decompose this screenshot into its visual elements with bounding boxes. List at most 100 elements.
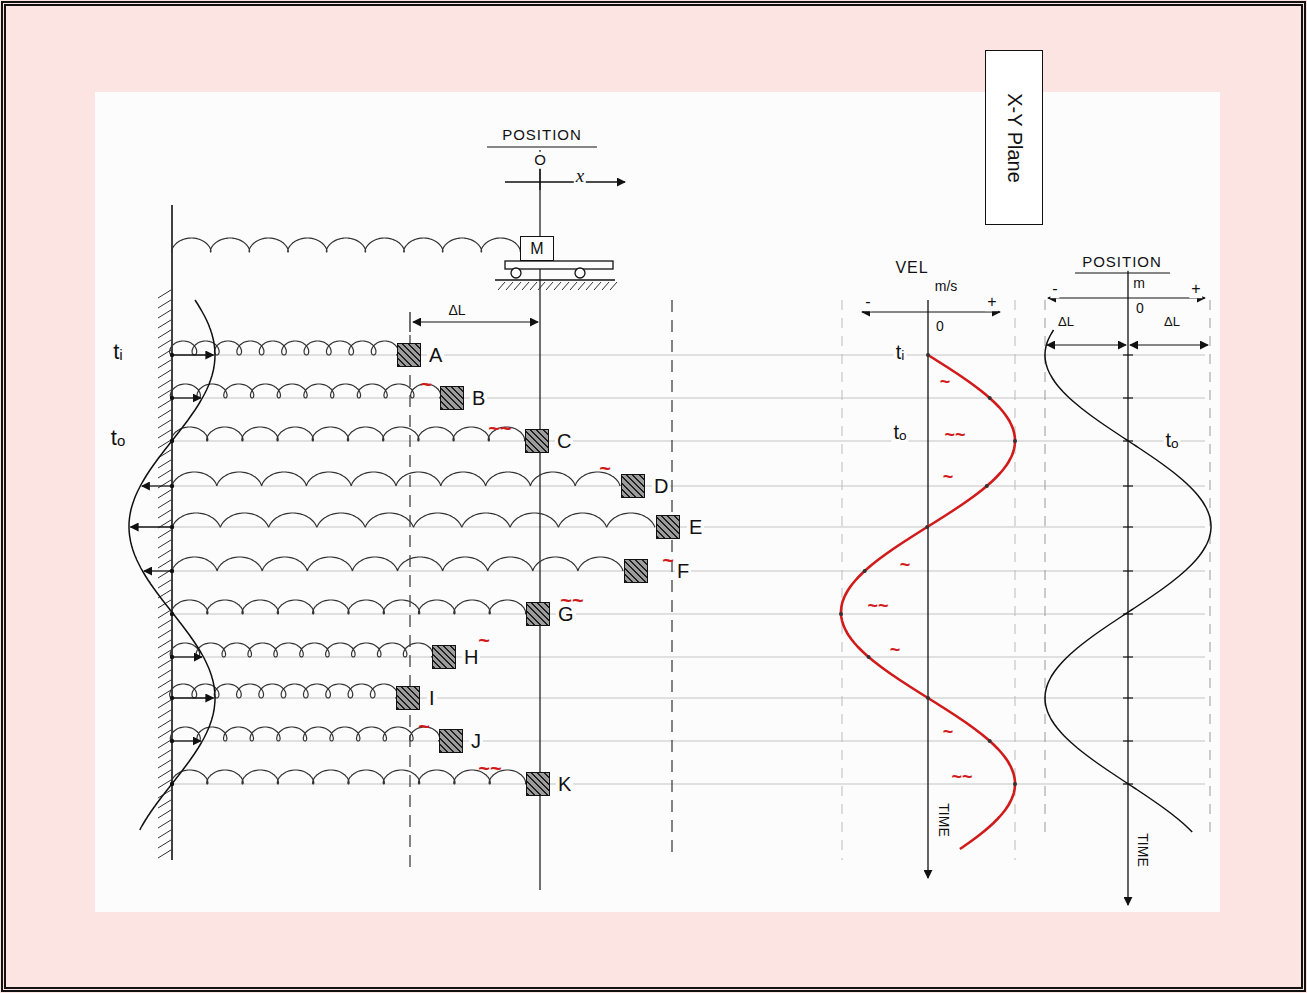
wall-dot	[170, 484, 174, 488]
wall-hatch	[158, 670, 171, 678]
force-arrow	[172, 397, 201, 398]
spring	[170, 643, 433, 657]
mass-block: G	[526, 602, 550, 626]
row-guide-line	[172, 398, 1205, 399]
title-text: X-Y Plane	[1003, 93, 1026, 183]
spring	[171, 427, 524, 441]
wall-hatch	[158, 550, 171, 558]
spring	[170, 384, 440, 398]
ground-hatch	[554, 282, 561, 290]
axis-label: 0	[934, 319, 946, 334]
guide-line	[1210, 300, 1211, 840]
position-axis	[1048, 297, 1205, 298]
mass-block: K	[526, 772, 550, 796]
wall-hatch	[158, 390, 171, 398]
curve-dot	[1013, 782, 1017, 786]
curve-dot	[988, 396, 992, 400]
spring	[170, 341, 399, 355]
wall-hatch	[158, 800, 171, 808]
axis-label: -	[1050, 280, 1059, 298]
ground-hatch	[514, 282, 521, 290]
axis-tick	[1123, 740, 1133, 741]
wall-hatch	[158, 820, 171, 828]
wall-dot	[170, 525, 174, 529]
axis-tick	[1123, 440, 1133, 441]
wall-dot	[170, 655, 174, 659]
ground-hatch	[610, 282, 617, 290]
ground-hatch	[530, 282, 537, 290]
wall-hatch	[158, 420, 171, 428]
wall-hatch	[158, 310, 171, 318]
position-letter: J	[469, 730, 483, 752]
axis-label: tₒ	[109, 426, 127, 450]
axis-label: x	[574, 166, 586, 187]
position-letter: D	[652, 475, 670, 497]
wall-hatch	[158, 750, 171, 758]
mass-block: C	[525, 429, 549, 453]
wall-hatch	[158, 360, 171, 368]
cart-wheel	[511, 268, 521, 278]
curve-dot	[925, 525, 929, 529]
wall-line	[171, 205, 173, 860]
row-guide-line	[172, 784, 1205, 785]
axis-tick	[1123, 526, 1133, 527]
wall-hatch	[158, 650, 171, 658]
wall-hatch	[158, 430, 171, 438]
wall-hatch	[158, 600, 171, 608]
dimension-line	[1047, 344, 1126, 345]
axis-label: -	[863, 293, 872, 311]
spring	[171, 600, 525, 614]
row-guide-line	[172, 614, 1205, 615]
wall-hatch	[158, 500, 171, 508]
axis-label: +	[985, 293, 998, 311]
position-letter: I	[427, 687, 437, 709]
wall-dot	[170, 696, 174, 700]
speed-mark: ~~	[949, 768, 974, 788]
ground-hatch	[506, 282, 513, 290]
wall-hatch	[158, 640, 171, 648]
dimension-line	[413, 321, 538, 322]
speed-mark: ~	[941, 468, 956, 488]
cart-wheel	[575, 268, 585, 278]
wall-hatch	[158, 610, 171, 618]
ground-hatch	[546, 282, 553, 290]
axis-tick	[1123, 354, 1133, 355]
spring	[170, 727, 439, 741]
position-letter: F	[675, 560, 691, 582]
position-curve	[1045, 330, 1211, 832]
force-arrow	[172, 740, 201, 741]
mass-block: H	[432, 645, 456, 669]
underline	[487, 146, 597, 147]
wall-hatch	[158, 810, 171, 818]
wall-hatch	[158, 630, 171, 638]
wall-hatch	[158, 760, 171, 768]
wall-hatch	[158, 850, 171, 858]
wall-hatch	[158, 770, 171, 778]
wall-hatch	[158, 400, 171, 408]
wall-hatch	[158, 340, 171, 348]
axis-label: TIME	[1134, 831, 1149, 868]
speed-mark: ~	[418, 373, 434, 395]
axis-label: TIME	[935, 801, 950, 838]
curve-dot	[988, 739, 992, 743]
time-axis	[927, 300, 928, 878]
wall-hatch	[158, 700, 171, 708]
wall-hatch	[158, 320, 171, 328]
wall-hatch	[158, 660, 171, 668]
axis-label: POSITION	[500, 127, 584, 144]
wall-hatch	[158, 330, 171, 338]
force-arrow	[131, 526, 172, 527]
axis-label: m	[1131, 276, 1147, 291]
spring	[172, 557, 623, 571]
speed-mark: ~	[888, 641, 903, 661]
wall-hatch	[158, 740, 171, 748]
position-letter: A	[427, 344, 444, 366]
force-arrow	[144, 570, 172, 571]
wall-hatch	[158, 690, 171, 698]
wall-dot	[170, 439, 174, 443]
mass-block: I	[396, 686, 420, 710]
wall-hatch	[158, 380, 171, 388]
speed-mark: ~~	[865, 597, 890, 617]
wall-hatch	[158, 720, 171, 728]
force-curve	[129, 300, 215, 830]
